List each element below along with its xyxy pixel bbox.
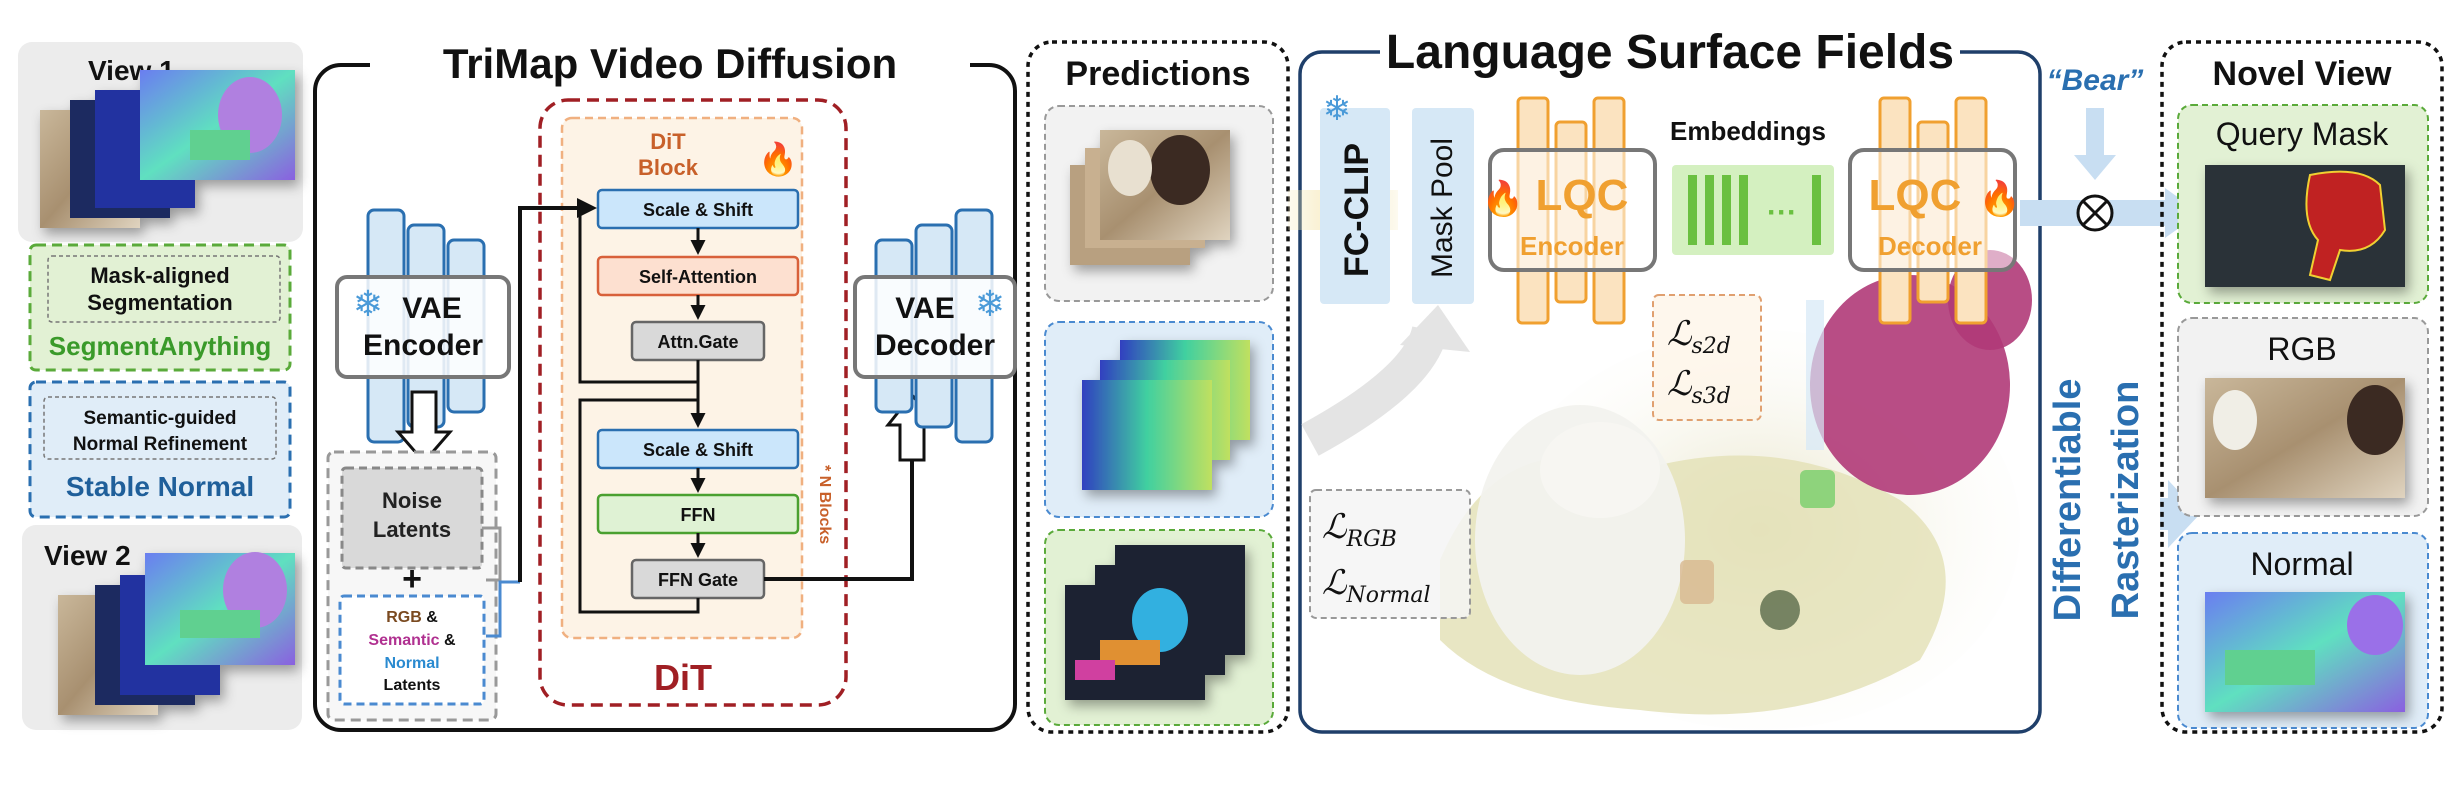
- vae-encoder-label-line2: Encoder: [363, 329, 483, 362]
- blue-vertical-band: [1806, 300, 1824, 450]
- normal-label: Normal: [2250, 546, 2353, 582]
- n-blocks-label: * N Blocks: [816, 465, 833, 544]
- fire-icon: 🔥: [758, 141, 798, 177]
- rasterization-label: Rasterization: [2105, 381, 2147, 620]
- semantic-prediction-stack: [1065, 545, 1245, 700]
- trimap-title: TriMap Video Diffusion: [443, 40, 897, 87]
- attn-gate-label: Attn.Gate: [658, 332, 739, 352]
- semantic-amp-line: Semantic &: [368, 632, 456, 649]
- 3d-scene-render: [1440, 250, 2032, 715]
- loss-normal: ℒNormal: [1322, 563, 1431, 608]
- latents-label: Latents: [373, 517, 451, 542]
- mask-pool-block: [1412, 108, 1474, 304]
- semantic-guided-label: Semantic-guided: [83, 408, 236, 429]
- segmentation-label: Segmentation: [87, 290, 232, 315]
- stable-normal-box: [28, 380, 292, 519]
- dit-label: DiT: [654, 657, 712, 698]
- vae-decoder: VAE ❄ Decoder: [853, 208, 1017, 444]
- vae-decoder-label-line2: Decoder: [875, 329, 995, 362]
- fire-icon: 🔥: [1979, 179, 2021, 218]
- embeddings-ellipsis: ···: [1767, 196, 1797, 229]
- normal-image: [2205, 592, 2405, 712]
- mask-pool-label: Mask Pool: [1426, 138, 1459, 278]
- lqc-encoder-label: Encoder: [1520, 231, 1624, 261]
- novel-view-title: Novel View: [2213, 55, 2392, 93]
- dit-block-label-line2: Block: [638, 155, 699, 180]
- mask-aligned-label: Mask-aligned: [90, 263, 229, 288]
- render-loss-box: [1309, 489, 1471, 619]
- embedding-bars: [1688, 175, 1821, 245]
- snowflake-icon: ❄: [353, 283, 383, 324]
- latents-word: Latents: [384, 677, 441, 694]
- normal-prediction-stack: [1082, 340, 1250, 490]
- query-mask-image: [2205, 165, 2405, 287]
- fire-icon: 🔥: [1482, 179, 1524, 218]
- snowflake-icon: ❄: [1323, 90, 1352, 128]
- lqc-decoder: LQC 🔥 Decoder: [1848, 96, 2021, 325]
- snowflake-icon: ❄: [975, 283, 1005, 324]
- mask-aligned-box: [28, 243, 292, 372]
- query-text: “Bear”: [2047, 64, 2144, 97]
- novel-view-section: Novel View Query Mask RGB Normal: [2160, 40, 2444, 734]
- view2-image-stack: [58, 552, 295, 715]
- fc-clip-block: [1320, 108, 1390, 304]
- plus-sign: +: [402, 560, 422, 598]
- view2-label: View 2: [44, 540, 131, 571]
- vae-encoder-label-line1: VAE: [402, 292, 461, 325]
- ffn-label: FFN: [681, 505, 716, 525]
- rgb-image: [2205, 378, 2405, 498]
- loss-s2d: ℒs2d: [1667, 314, 1731, 359]
- rgb-prediction-stack: [1070, 130, 1230, 265]
- self-attention-label: Self-Attention: [639, 267, 757, 287]
- view1-image-stack: [40, 70, 295, 228]
- scale-shift-1-label: Scale & Shift: [643, 200, 753, 220]
- normal-refinement-label: Normal Refinement: [73, 434, 248, 455]
- scale-shift-2-label: Scale & Shift: [643, 440, 753, 460]
- loss-rgb: ℒRGB: [1322, 507, 1397, 552]
- dit-blocks: Scale & Shift Self-Attention Attn.Gate S…: [596, 188, 800, 600]
- vae-encoder: ❄ VAE Encoder: [335, 208, 511, 444]
- dit-arrows: [518, 198, 914, 614]
- trimap-video-diffusion-section: TriMap Video Diffusion ❄ VAE Encoder Noi…: [313, 40, 1017, 732]
- lqc-decoder-title: LQC: [1869, 171, 1962, 220]
- dit-block-label-line1: DiT: [650, 129, 686, 154]
- lqc-encoder-title: LQC: [1536, 171, 1629, 220]
- rgb-label: RGB: [2267, 331, 2336, 367]
- rgb-amp-line: RGB &: [386, 609, 438, 626]
- predictions-title: Predictions: [1065, 55, 1250, 93]
- hollow-down-arrow: [394, 390, 454, 465]
- ffn-gate-label: FFN Gate: [658, 570, 738, 590]
- embeddings-label: Embeddings: [1670, 116, 1826, 146]
- differentiable-label: Differentiable: [2047, 379, 2089, 622]
- lqc-decoder-label: Decoder: [1878, 231, 1982, 261]
- condition-latents-box: [338, 594, 486, 706]
- lqc-encoder: 🔥 LQC Encoder: [1482, 96, 1657, 325]
- stable-normal-label: Stable Normal: [66, 471, 254, 502]
- fc-clip-label: FC-CLIP: [1338, 143, 1376, 277]
- language-loss-box: [1652, 294, 1762, 421]
- segment-anything-label: SegmentAnything: [49, 331, 271, 361]
- lsf-title: Language Surface Fields: [1386, 26, 1954, 79]
- normal-word: Normal: [384, 655, 439, 672]
- language-surface-fields-section: Language Surface Fields ❄ FC-CLIP Mask P…: [1288, 25, 2147, 734]
- query-mask-label: Query Mask: [2216, 116, 2389, 152]
- grey-curved-arrow: [1301, 325, 1448, 456]
- vae-decoder-label-line1: VAE: [895, 292, 954, 325]
- noise-latents-box: [340, 466, 484, 570]
- query-flow: “Bear”: [2020, 64, 2200, 548]
- noise-label: Noise: [382, 488, 442, 513]
- loss-s3d: ℒs3d: [1667, 364, 1731, 409]
- input-panel: View 1 Mask-aligned Segmentation Segment…: [18, 42, 303, 730]
- predictions-section: Predictions: [1026, 40, 1290, 734]
